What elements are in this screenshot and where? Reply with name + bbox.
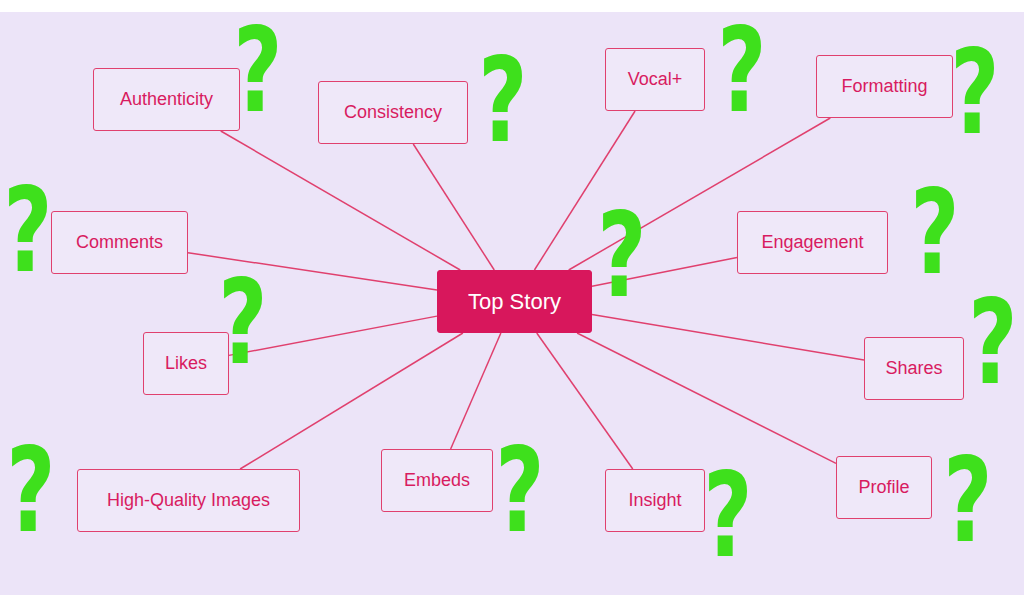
question-mark: ? bbox=[943, 441, 992, 559]
topic-box: Profile bbox=[836, 456, 932, 519]
question-mark: ? bbox=[910, 173, 959, 291]
topic-box: Engagement bbox=[737, 211, 888, 274]
question-mark: ? bbox=[597, 196, 646, 314]
connector-line bbox=[577, 333, 836, 463]
topic-box: Insight bbox=[605, 469, 705, 532]
box-text: Top Story bbox=[468, 289, 561, 315]
connector-line bbox=[413, 144, 494, 270]
question-mark: ? bbox=[495, 431, 544, 549]
question-mark: ? bbox=[6, 431, 55, 549]
connector-line bbox=[592, 314, 864, 360]
question-mark: ? bbox=[218, 263, 267, 381]
topic-box: Consistency bbox=[318, 81, 468, 144]
question-mark: ? bbox=[478, 41, 527, 159]
topic-box: Likes bbox=[143, 332, 229, 395]
topic-box: Formatting bbox=[816, 55, 953, 118]
box-text: Likes bbox=[165, 353, 207, 374]
question-mark: ? bbox=[968, 283, 1017, 401]
top-band bbox=[0, 0, 1024, 12]
question-mark: ? bbox=[3, 171, 52, 289]
box-text: Authenticity bbox=[120, 89, 213, 110]
box-text: High-Quality Images bbox=[107, 490, 270, 511]
box-text: Comments bbox=[76, 232, 163, 253]
question-mark: ? bbox=[950, 33, 999, 151]
topic-box: High-Quality Images bbox=[77, 469, 300, 532]
box-text: Engagement bbox=[761, 232, 863, 253]
box-text: Shares bbox=[885, 358, 942, 379]
connector-line bbox=[451, 333, 501, 449]
topic-box: Shares bbox=[864, 337, 964, 400]
central-topic-box: Top Story bbox=[437, 270, 592, 333]
connector-line bbox=[221, 131, 460, 270]
box-text: Insight bbox=[628, 490, 681, 511]
question-mark: ? bbox=[717, 11, 766, 129]
box-text: Profile bbox=[858, 477, 909, 498]
box-text: Vocal+ bbox=[628, 69, 683, 90]
topic-box: Comments bbox=[51, 211, 188, 274]
box-text: Formatting bbox=[841, 76, 927, 97]
box-text: Embeds bbox=[404, 470, 470, 491]
box-text: Consistency bbox=[344, 102, 442, 123]
topic-box: Authenticity bbox=[93, 68, 240, 131]
question-mark: ? bbox=[233, 11, 282, 129]
topic-box: Embeds bbox=[381, 449, 493, 512]
question-mark: ? bbox=[703, 456, 752, 574]
topic-box: Vocal+ bbox=[605, 48, 705, 111]
